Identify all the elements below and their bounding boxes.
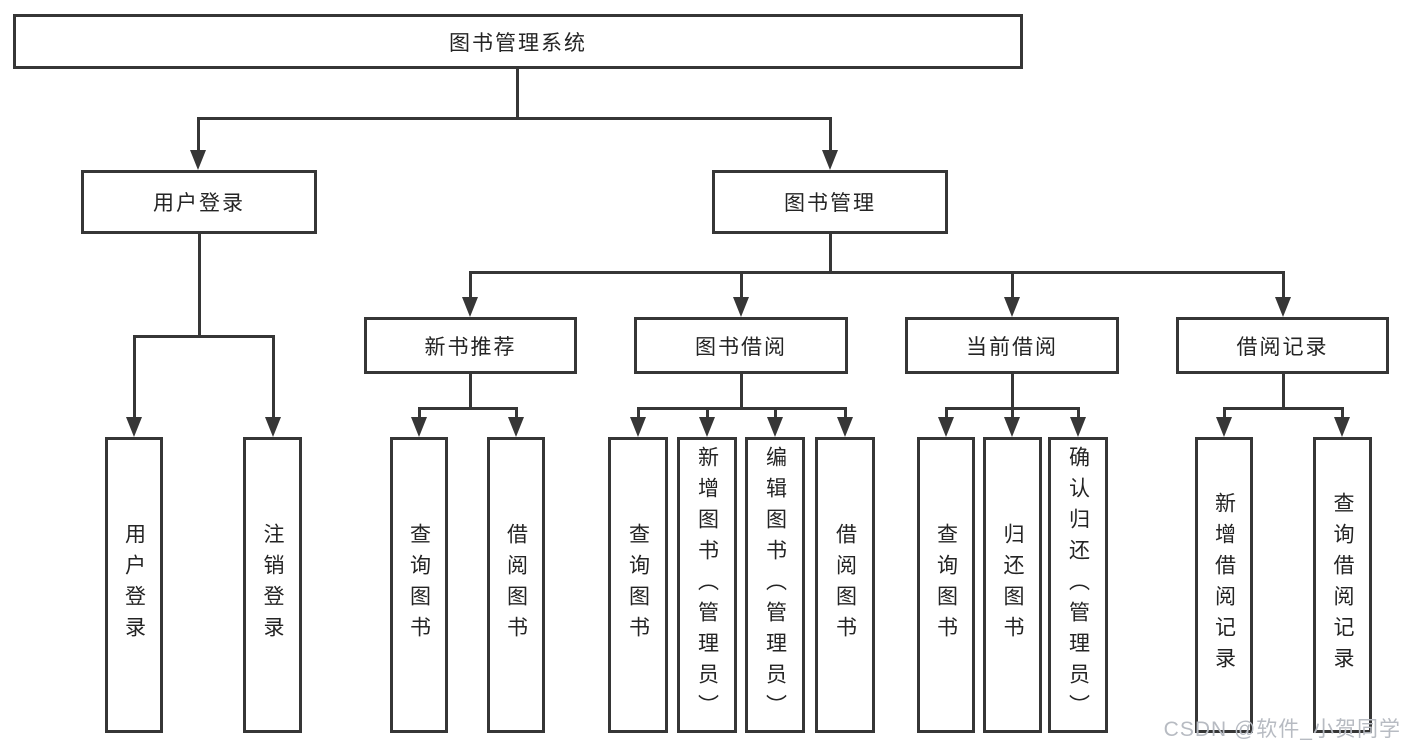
- arrow-shaft: [272, 335, 275, 422]
- node-label: 查询图书: [626, 523, 650, 647]
- node-label: 查询借阅记录: [1331, 492, 1354, 678]
- arrow-down-icon: [1004, 417, 1020, 437]
- arrow-down-icon: [837, 417, 853, 437]
- connector-line: [516, 69, 519, 118]
- node-add-books-admin: 新增图书（管理员）: [677, 437, 737, 733]
- node-query-borrow-record: 查询借阅记录: [1313, 437, 1372, 733]
- arrow-down-icon: [1004, 297, 1020, 317]
- node-add-borrow-record: 新增借阅记录: [1195, 437, 1253, 733]
- node-query-books-1: 查询图书: [390, 437, 448, 733]
- arrow-down-icon: [1216, 417, 1232, 437]
- connector-line: [418, 407, 518, 410]
- node-label: 图书管理: [784, 192, 876, 215]
- arrow-shaft: [197, 117, 200, 155]
- node-current-borrowing: 当前借阅: [905, 317, 1119, 374]
- node-return-books: 归还图书: [983, 437, 1042, 733]
- arrow-shaft: [1077, 407, 1080, 422]
- arrow-shaft: [1011, 407, 1014, 422]
- arrow-down-icon: [767, 417, 783, 437]
- node-label: 新增图书（管理员）: [695, 445, 719, 725]
- node-label: 用户登录: [122, 523, 146, 647]
- arrow-shaft: [706, 407, 709, 422]
- connector-line: [198, 234, 201, 336]
- connector-line: [829, 234, 832, 272]
- connector-line: [1011, 374, 1014, 408]
- connector-line: [469, 374, 472, 408]
- arrow-shaft: [637, 407, 640, 422]
- connector-line: [1282, 374, 1285, 408]
- connector-line: [637, 407, 847, 410]
- arrow-shaft: [774, 407, 777, 422]
- connector-line: [740, 374, 743, 408]
- arrow-down-icon: [1334, 417, 1350, 437]
- node-confirm-return-admin: 确认归还（管理员）: [1048, 437, 1108, 733]
- arrow-down-icon: [190, 150, 206, 170]
- connector-line: [133, 335, 275, 338]
- arrow-down-icon: [630, 417, 646, 437]
- arrow-down-icon: [1070, 417, 1086, 437]
- node-logout-leaf: 注销登录: [243, 437, 302, 733]
- node-edit-books-admin: 编辑图书（管理员）: [745, 437, 805, 733]
- arrow-shaft: [740, 271, 743, 302]
- node-label: 新增借阅记录: [1212, 492, 1236, 678]
- connector-line: [469, 271, 1285, 274]
- connector-line: [197, 117, 832, 120]
- arrow-shaft: [515, 407, 518, 422]
- arrow-shaft: [1223, 407, 1226, 422]
- arrow-shaft: [844, 407, 847, 422]
- arrow-shaft: [469, 271, 472, 302]
- node-borrowing-records: 借阅记录: [1176, 317, 1389, 374]
- arrow-down-icon: [126, 417, 142, 437]
- node-label: 确认归还（管理员）: [1066, 445, 1090, 725]
- node-book-management: 图书管理: [712, 170, 948, 234]
- arrow-down-icon: [822, 150, 838, 170]
- node-query-books-3: 查询图书: [917, 437, 975, 733]
- node-label: 借阅图书: [833, 523, 857, 647]
- arrow-down-icon: [265, 417, 281, 437]
- node-book-borrowing: 图书借阅: [634, 317, 848, 374]
- node-label: 编辑图书（管理员）: [763, 445, 787, 725]
- arrow-shaft: [945, 407, 948, 422]
- arrow-down-icon: [462, 297, 478, 317]
- node-label: 查询图书: [934, 523, 958, 647]
- node-label: 当前借阅: [966, 335, 1058, 359]
- arrow-shaft: [133, 335, 136, 422]
- node-label: 用户登录: [153, 192, 245, 215]
- arrow-down-icon: [938, 417, 954, 437]
- node-user-login-leaf: 用户登录: [105, 437, 163, 733]
- node-label: 新书推荐: [424, 335, 517, 359]
- node-root: 图书管理系统: [13, 14, 1023, 69]
- node-new-book-recommend: 新书推荐: [364, 317, 577, 374]
- node-user-login: 用户登录: [81, 170, 317, 234]
- node-label: 图书借阅: [695, 335, 787, 359]
- arrow-down-icon: [1275, 297, 1291, 317]
- node-label: 归还图书: [1001, 523, 1024, 647]
- arrow-down-icon: [508, 417, 524, 437]
- node-label: 图书管理系统: [449, 31, 587, 55]
- node-label: 借阅图书: [504, 523, 528, 647]
- arrow-shaft: [829, 117, 832, 155]
- arrow-shaft: [1011, 271, 1014, 302]
- node-label: 借阅记录: [1236, 335, 1329, 359]
- watermark: CSDN @软件_小贺同学: [1163, 718, 1401, 741]
- arrow-shaft: [1341, 407, 1344, 422]
- arrow-down-icon: [733, 297, 749, 317]
- node-borrow-books-1: 借阅图书: [487, 437, 545, 733]
- node-borrow-books-2: 借阅图书: [815, 437, 875, 733]
- arrow-shaft: [1282, 271, 1285, 302]
- connector-line: [1223, 407, 1344, 410]
- arrow-down-icon: [411, 417, 427, 437]
- arrow-down-icon: [699, 417, 715, 437]
- node-label: 查询图书: [407, 523, 431, 647]
- node-label: 注销登录: [261, 523, 284, 647]
- arrow-shaft: [418, 407, 421, 422]
- node-query-books-2: 查询图书: [608, 437, 668, 733]
